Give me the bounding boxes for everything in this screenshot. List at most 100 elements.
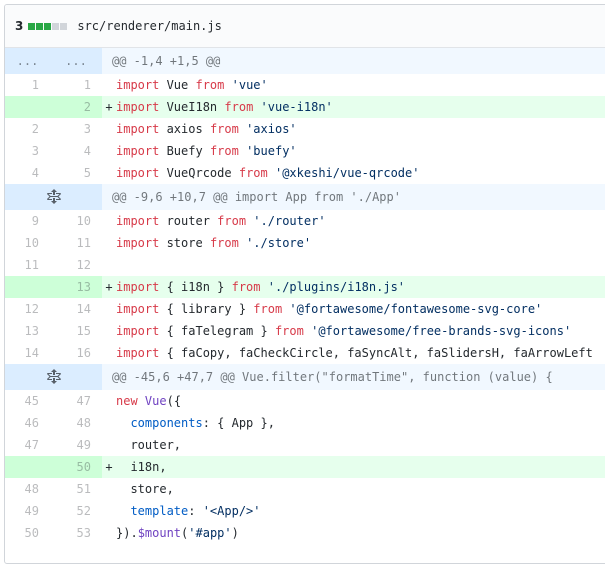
old-line-number[interactable]: 12 bbox=[24, 302, 39, 316]
old-line-number[interactable]: 45 bbox=[24, 394, 39, 408]
new-line-number[interactable]: 11 bbox=[76, 236, 91, 250]
code-line: router, bbox=[116, 438, 182, 452]
new-line-number[interactable]: 15 bbox=[76, 324, 91, 338]
old-line-number[interactable]: 49 bbox=[24, 504, 39, 518]
old-line-number[interactable] bbox=[5, 456, 50, 478]
diff-marker: + bbox=[102, 456, 116, 478]
new-line-number[interactable]: 13 bbox=[50, 276, 102, 298]
diff-marker bbox=[102, 74, 116, 96]
new-line-number[interactable]: 5 bbox=[83, 166, 91, 180]
diff-line: 13 15 import { faTelegram } from '@forta… bbox=[5, 320, 605, 342]
old-line-number[interactable]: 14 bbox=[24, 346, 39, 360]
old-line-number[interactable]: 10 bbox=[24, 236, 39, 250]
diff-line: 47 49 router, bbox=[5, 434, 605, 456]
diff-line: 12 14 import { library } from '@fortawes… bbox=[5, 298, 605, 320]
code-line: i18n, bbox=[116, 456, 605, 478]
file-path-link[interactable]: src/renderer/main.js bbox=[77, 19, 222, 33]
new-line-number[interactable]: 4 bbox=[83, 144, 91, 158]
changes-count: 3 bbox=[15, 19, 24, 33]
hunk-header-row: @@ -9,6 +10,7 @@ import App from './App' bbox=[5, 184, 605, 210]
old-line-number[interactable]: 47 bbox=[24, 438, 39, 452]
diff-line: 46 48 components: { App }, bbox=[5, 412, 605, 434]
code-line: import VueQrcode from '@xkeshi/vue-qrcod… bbox=[116, 166, 420, 180]
diffstat-block bbox=[60, 22, 68, 30]
diff-line: 4 5 import VueQrcode from '@xkeshi/vue-q… bbox=[5, 162, 605, 184]
code-line: import Vue from 'vue' bbox=[116, 78, 268, 92]
diff-line: 49 52 template: '<App/>' bbox=[5, 500, 605, 522]
new-line-number[interactable]: 16 bbox=[76, 346, 91, 360]
old-line-number[interactable]: 48 bbox=[24, 482, 39, 496]
hunk-header-row: @@ -45,6 +47,7 @@ Vue.filter("formatTime… bbox=[5, 364, 605, 390]
code-line: import store from './store' bbox=[116, 236, 312, 250]
old-line-number[interactable]: 2 bbox=[31, 122, 39, 136]
code-line bbox=[116, 254, 605, 276]
diff-marker bbox=[102, 478, 116, 500]
old-line-number[interactable]: 3 bbox=[31, 144, 39, 158]
code-line: }).$mount('#app') bbox=[116, 526, 239, 540]
new-line-number[interactable]: 51 bbox=[76, 482, 91, 496]
new-line-number[interactable]: 14 bbox=[76, 302, 91, 316]
diff-marker bbox=[102, 434, 116, 456]
diff-marker bbox=[102, 342, 116, 364]
new-line-number[interactable]: 47 bbox=[76, 394, 91, 408]
diffstat-block bbox=[44, 22, 52, 30]
hunk-header-text: @@ -9,6 +10,7 @@ import App from './App' bbox=[112, 190, 401, 204]
diff-marker bbox=[102, 140, 116, 162]
code-line: import { faTelegram } from '@fortawesome… bbox=[116, 324, 572, 338]
new-line-number[interactable]: 50 bbox=[50, 456, 102, 478]
diff-marker: + bbox=[102, 96, 116, 118]
diff-marker bbox=[102, 390, 116, 412]
new-line-number[interactable]: 49 bbox=[76, 438, 91, 452]
code-line: import axios from 'axios' bbox=[116, 122, 297, 136]
diffstat-block bbox=[52, 22, 60, 30]
diff-line: 2 3 import axios from 'axios' bbox=[5, 118, 605, 140]
old-line-number[interactable]: 1 bbox=[31, 78, 39, 92]
diff-marker bbox=[102, 298, 116, 320]
new-line-number[interactable]: 12 bbox=[76, 258, 91, 272]
new-line-number[interactable]: 1 bbox=[83, 78, 91, 92]
old-line-number[interactable] bbox=[5, 96, 50, 118]
diff-line: 10 11 import store from './store' bbox=[5, 232, 605, 254]
unfold-icon[interactable] bbox=[5, 184, 102, 210]
diffstat-block bbox=[36, 22, 44, 30]
old-line-number[interactable]: 50 bbox=[24, 526, 39, 540]
new-line-number[interactable]: 10 bbox=[76, 214, 91, 228]
old-line-number[interactable]: 46 bbox=[24, 416, 39, 430]
diff-line-added: 2 + import VueI18n from 'vue-i18n' bbox=[5, 96, 605, 118]
new-line-number[interactable]: 3 bbox=[83, 122, 91, 136]
diff-table: ... ... @@ -1,4 +1,5 @@ 1 1 import Vue f… bbox=[5, 48, 605, 544]
new-line-number[interactable]: 53 bbox=[76, 526, 91, 540]
file-header: 3 src/renderer/main.js bbox=[5, 5, 605, 48]
code-line: import VueI18n from 'vue-i18n' bbox=[116, 96, 605, 118]
diff-line: 3 4 import Buefy from 'buefy' bbox=[5, 140, 605, 162]
diff-marker bbox=[102, 210, 116, 232]
new-line-number[interactable]: 2 bbox=[50, 96, 102, 118]
old-line-number[interactable]: 13 bbox=[24, 324, 39, 338]
diff-line: 48 51 store, bbox=[5, 478, 605, 500]
new-line-number[interactable]: 52 bbox=[76, 504, 91, 518]
diff-marker bbox=[102, 118, 116, 140]
code-line: store, bbox=[116, 482, 174, 496]
old-line-number[interactable]: 4 bbox=[31, 166, 39, 180]
code-line: template: '<App/>' bbox=[130, 504, 261, 518]
expand-dots-left[interactable]: ... bbox=[5, 48, 50, 74]
code-line: new Vue({ bbox=[116, 394, 182, 408]
code-line: import Buefy from 'buefy' bbox=[116, 144, 297, 158]
code-line: import { library } from '@fortawesome/fo… bbox=[116, 302, 543, 316]
diff-marker bbox=[102, 500, 116, 522]
code-line: import { faCopy, faCheckCircle, faSyncAl… bbox=[116, 346, 593, 360]
expand-dots-right[interactable]: ... bbox=[50, 48, 102, 74]
hunk-header-row: ... ... @@ -1,4 +1,5 @@ bbox=[5, 48, 605, 74]
old-line-number[interactable] bbox=[5, 276, 50, 298]
new-line-number[interactable]: 48 bbox=[76, 416, 91, 430]
unfold-icon[interactable] bbox=[5, 364, 102, 390]
old-line-number[interactable]: 9 bbox=[31, 214, 39, 228]
diff-line: 11 12 bbox=[5, 254, 605, 276]
diff-line-added: 13 + import { i18n } from './plugins/i18… bbox=[5, 276, 605, 298]
diff-marker: + bbox=[102, 276, 116, 298]
diff-line: 45 47 new Vue({ bbox=[5, 390, 605, 412]
code-line: import router from './router' bbox=[116, 214, 326, 228]
diff-marker bbox=[102, 522, 116, 544]
old-line-number[interactable]: 11 bbox=[24, 258, 39, 272]
hunk-header-text: @@ -45,6 +47,7 @@ Vue.filter("formatTime… bbox=[112, 370, 553, 384]
